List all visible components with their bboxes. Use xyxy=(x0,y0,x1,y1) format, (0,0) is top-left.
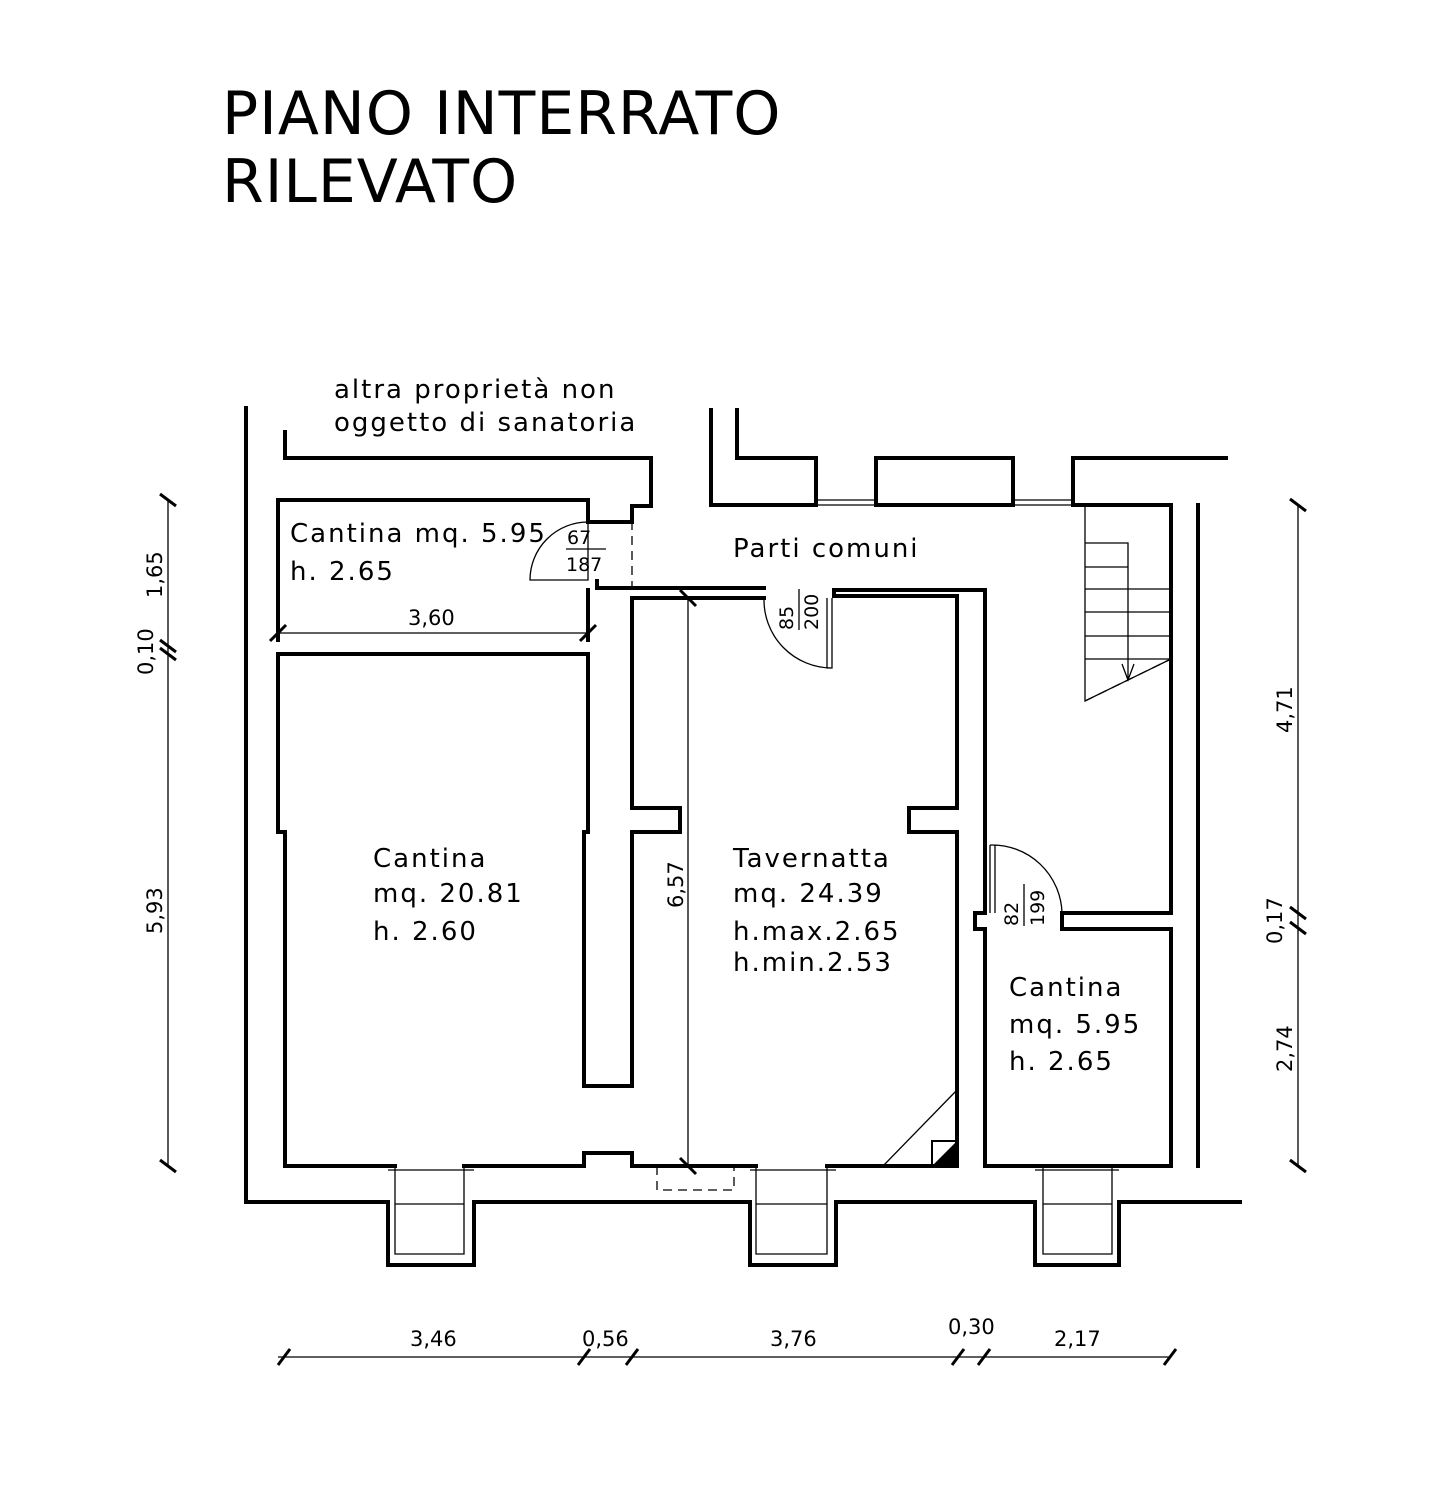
dim-left-3: 5,93 xyxy=(143,887,167,934)
door-swing-1 xyxy=(529,521,589,581)
door-2-height: 200 xyxy=(801,594,823,630)
walls xyxy=(244,406,1242,1267)
drawing-title-line2: RILEVATO xyxy=(222,147,519,217)
door-1-width: 67 xyxy=(567,527,591,549)
dim-bottom-4: 0,30 xyxy=(948,1315,995,1339)
wall-middle-left xyxy=(276,596,766,1088)
doors xyxy=(529,521,1063,926)
dim-right-2: 0,17 xyxy=(1263,897,1287,944)
room-cantina-right-name: Cantina xyxy=(1009,973,1123,1003)
dim-right-1: 4,71 xyxy=(1273,686,1297,733)
dimension-left xyxy=(159,492,177,1174)
note-line2: oggetto di sanatoria xyxy=(334,408,637,438)
window-bottom-1 xyxy=(388,1166,474,1255)
wall-windows-top xyxy=(709,408,1173,1168)
windows xyxy=(388,499,1119,1255)
room-tavernatta-hmin: h.min.2.53 xyxy=(733,948,893,978)
dim-right-3: 2,74 xyxy=(1273,1025,1297,1072)
window-top-2 xyxy=(1013,499,1073,506)
dim-left-1: 1,65 xyxy=(143,551,167,598)
room-tavernatta-area: mq. 24.39 xyxy=(733,879,884,909)
room-cantina-large-name: Cantina xyxy=(373,844,487,874)
room-cantina-right-height: h. 2.65 xyxy=(1009,1047,1114,1077)
dim-left-2: 0,10 xyxy=(134,628,158,675)
dimension-bottom xyxy=(276,1348,1178,1366)
room-cantina-right-area: mq. 5.95 xyxy=(1009,1010,1141,1040)
door-swing-2 xyxy=(763,597,833,669)
stairs-arrow-icon xyxy=(1121,663,1135,682)
door-swing-3 xyxy=(989,844,1063,914)
room-parti-comuni: Parti comuni xyxy=(733,534,920,564)
note-line1: altra proprietà non xyxy=(334,375,616,405)
stairs xyxy=(1084,505,1172,703)
window-top-1 xyxy=(816,499,876,506)
room-cantina-large-area: mq. 20.81 xyxy=(373,879,524,909)
room-cantina-top-height: h. 2.65 xyxy=(290,557,395,587)
corner-flue xyxy=(882,1089,958,1167)
dim-bottom-5: 2,17 xyxy=(1054,1327,1101,1351)
stairs-steps xyxy=(1085,566,1171,660)
room-tavernatta-hmax: h.max.2.65 xyxy=(733,917,901,947)
wall-cantina-large xyxy=(276,652,758,1168)
inner-dimensions xyxy=(268,588,698,1176)
door-2-width: 85 xyxy=(776,606,798,630)
stairs-outline xyxy=(1084,505,1172,703)
room-cantina-large-height: h. 2.60 xyxy=(373,917,478,947)
room-tavernatta-name: Tavernatta xyxy=(732,844,891,874)
window-bottom-3 xyxy=(1035,1166,1119,1255)
door-1-height: 187 xyxy=(566,554,602,576)
outer-wall-left-bottom xyxy=(244,406,1242,1267)
dim-inner-vertical: 6,57 xyxy=(664,861,688,908)
room-cantina-top-name: Cantina mq. 5.95 xyxy=(290,519,547,549)
window-bottom-2 xyxy=(750,1166,836,1255)
drawing-title-line1: PIANO INTERRATO xyxy=(222,79,782,149)
door-3-height: 199 xyxy=(1027,890,1049,926)
wall-cantina-top-right xyxy=(586,579,766,642)
dim-inner-horizontal: 3,60 xyxy=(408,606,455,630)
dim-bottom-2: 0,56 xyxy=(582,1327,629,1351)
wall-top-right xyxy=(735,408,1228,460)
door-3-width: 82 xyxy=(1001,902,1023,926)
dim-bottom-1: 3,46 xyxy=(410,1327,457,1351)
dim-bottom-3: 3,76 xyxy=(770,1327,817,1351)
dimension-right xyxy=(1289,497,1307,1174)
dashed-niche-bottom xyxy=(656,1166,735,1191)
